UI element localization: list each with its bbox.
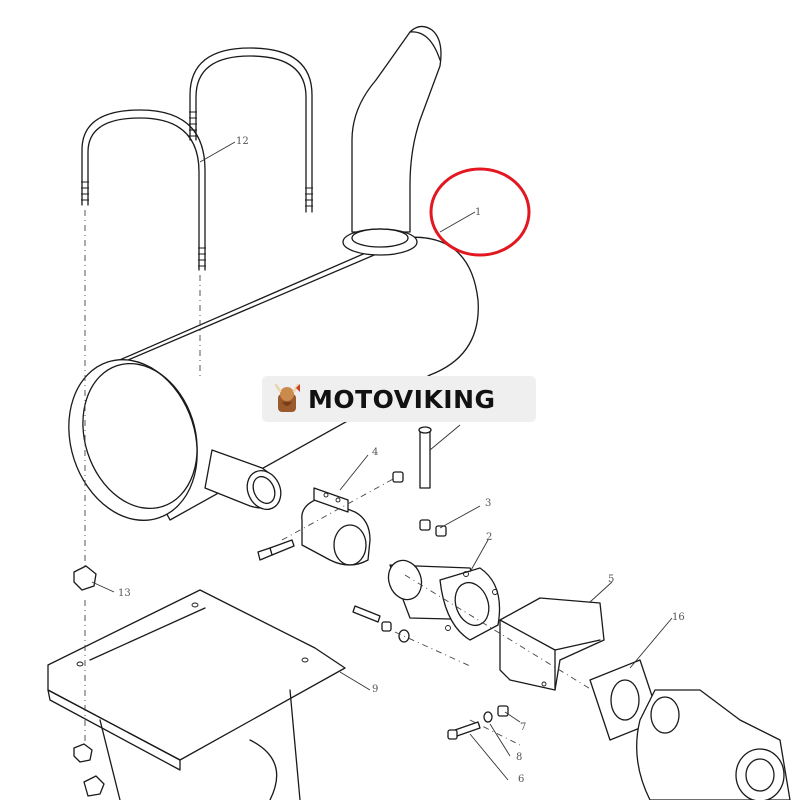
callout-12: 12 <box>236 136 249 147</box>
mounting-stud <box>418 426 432 489</box>
nut-lower <box>73 743 105 797</box>
bracket <box>499 597 605 691</box>
bolt-6 <box>447 721 481 740</box>
callout-16: 16 <box>672 612 685 623</box>
watermark-banner: MOTOVIKING <box>262 376 536 422</box>
u-bolt-front <box>81 109 206 271</box>
adapter-pipe <box>387 559 501 641</box>
bolt-adapter <box>352 605 410 643</box>
turbocharger <box>636 689 791 800</box>
u-bolt-rear <box>189 47 313 213</box>
clamp <box>301 471 404 566</box>
highlight-circle <box>429 167 531 257</box>
tailpipe <box>351 25 442 233</box>
nut-3 <box>419 519 447 537</box>
washers-7-8 <box>483 705 509 723</box>
nut-13 <box>73 565 97 591</box>
callout-5: 5 <box>608 574 614 585</box>
callout-6: 6 <box>518 774 524 785</box>
bolt-clamp <box>257 539 295 561</box>
callout-9: 9 <box>372 684 378 695</box>
callout-2: 2 <box>486 532 492 543</box>
watermark-brand-text: MOTOVIKING <box>308 384 496 414</box>
callout-8: 8 <box>516 752 522 763</box>
heat-shield <box>47 589 346 800</box>
callout-1: 1 <box>475 207 481 218</box>
callout-3: 3 <box>485 498 491 509</box>
callout-4: 4 <box>372 447 378 458</box>
viking-mascot-icon <box>274 383 300 412</box>
callout-13: 13 <box>118 588 131 599</box>
callout-7: 7 <box>520 722 526 733</box>
